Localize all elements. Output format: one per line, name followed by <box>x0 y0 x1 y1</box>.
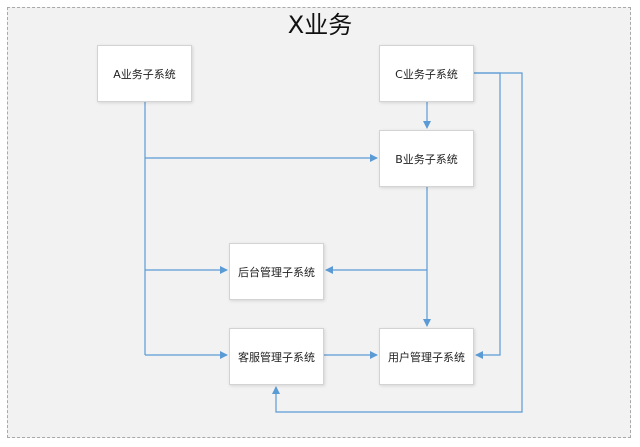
diagram-title: X业务 <box>287 11 353 39</box>
connector-c-to-yonghu <box>474 72 501 359</box>
node-backend-admin-subsystem: 后台管理子系统 <box>229 243 324 300</box>
node-b-subsystem: B业务子系统 <box>379 130 474 187</box>
connector-c-to-kefu <box>272 72 523 413</box>
node-user-management-subsystem: 用户管理子系统 <box>379 328 474 385</box>
node-a-subsystem: A业务子系统 <box>97 45 192 102</box>
node-c-subsystem: C业务子系统 <box>379 45 474 102</box>
node-customer-service-subsystem: 客服管理子系统 <box>229 328 324 385</box>
